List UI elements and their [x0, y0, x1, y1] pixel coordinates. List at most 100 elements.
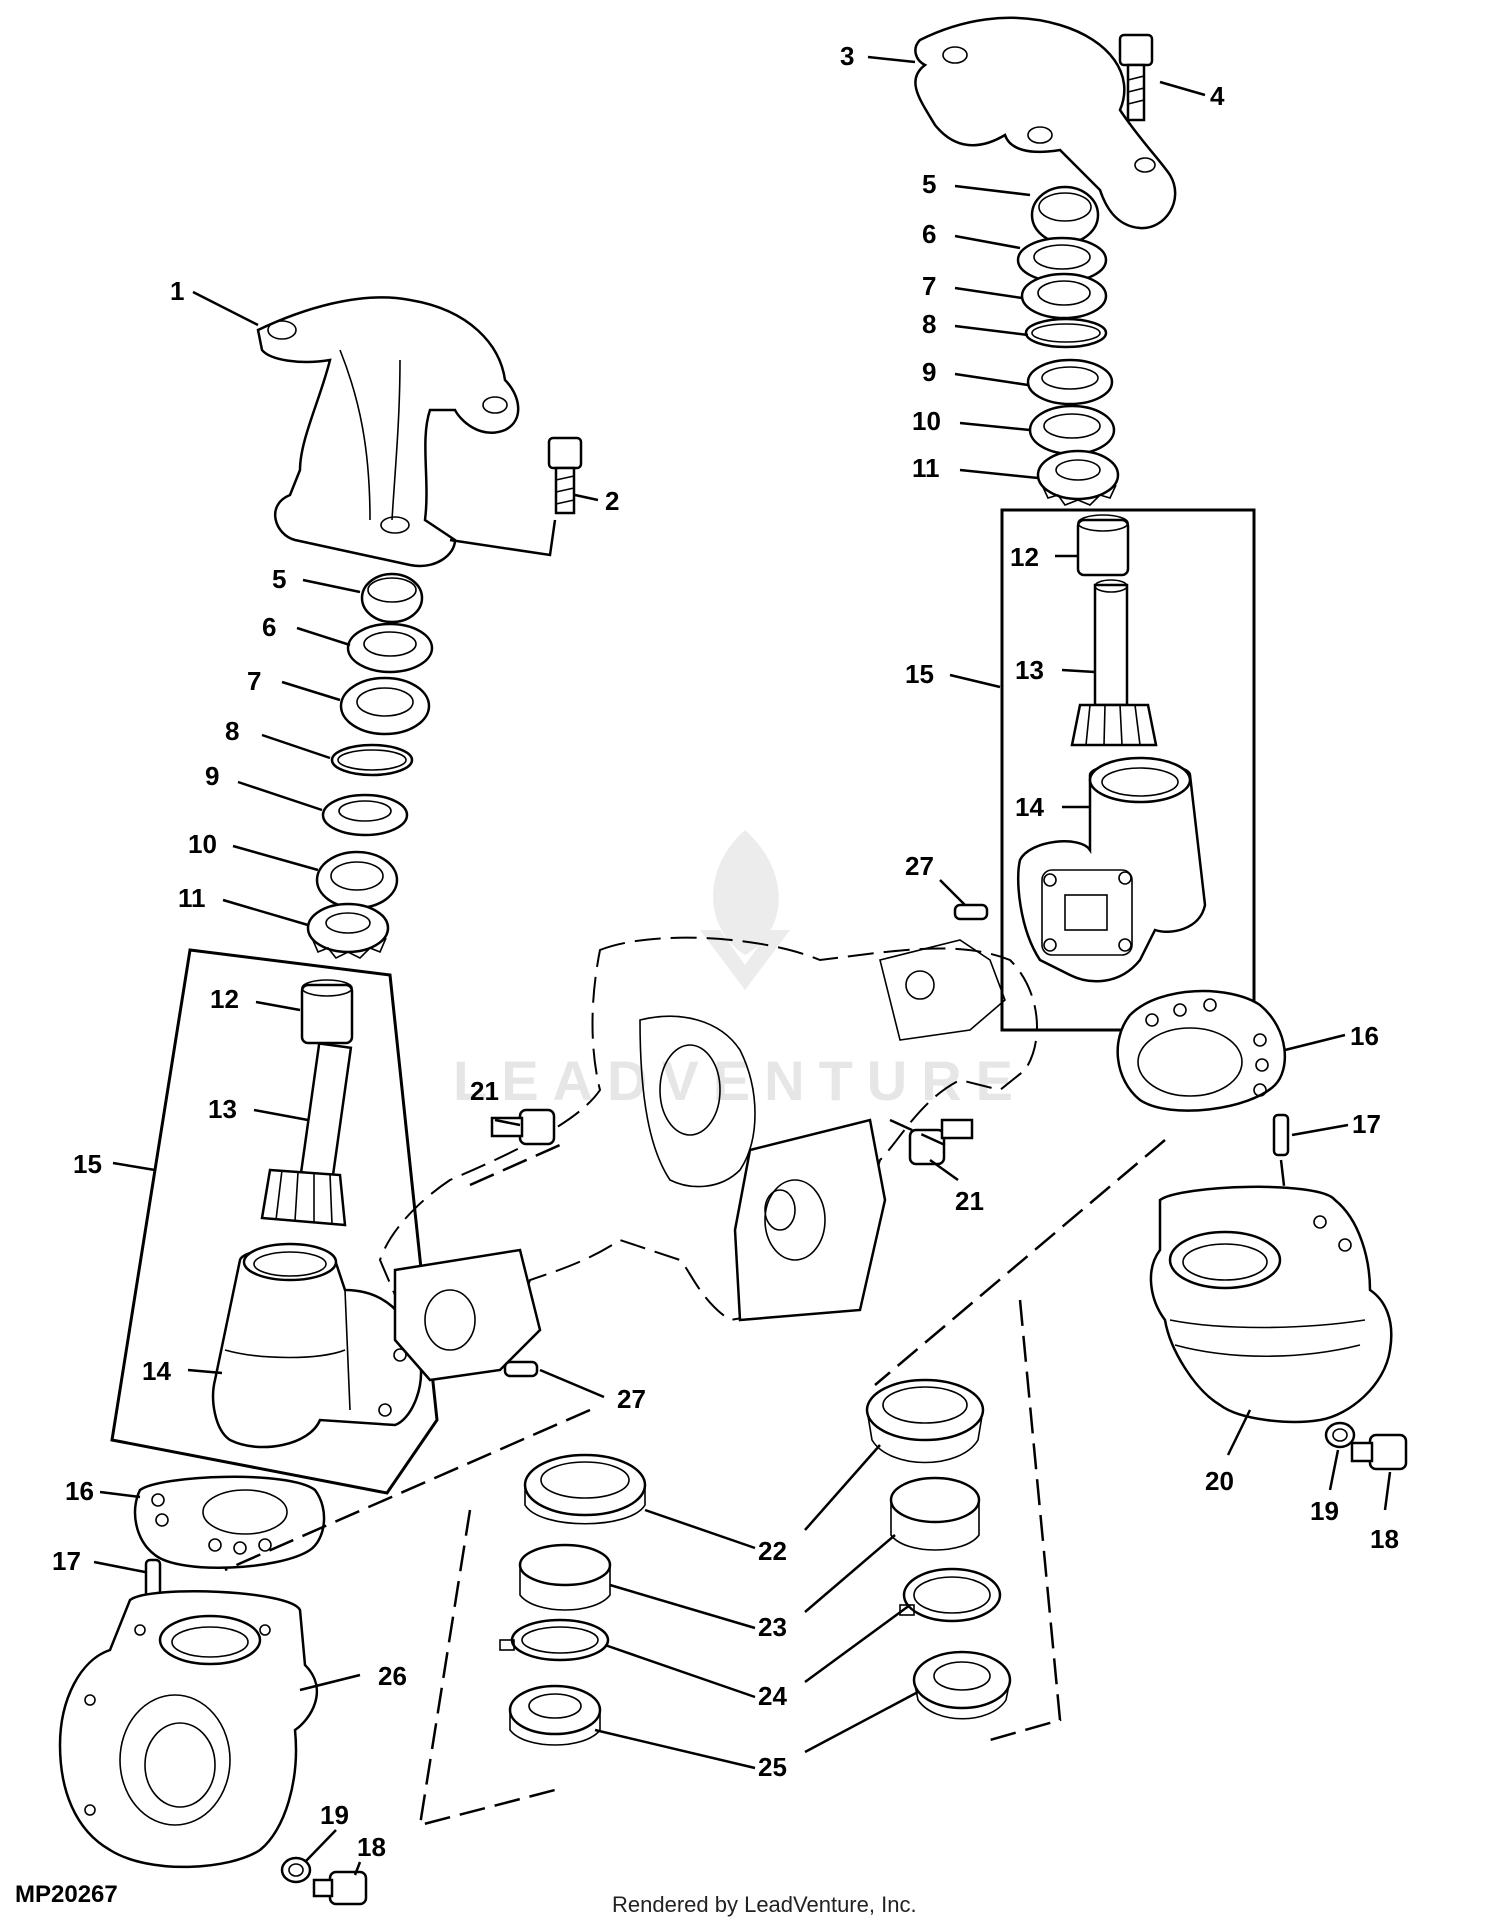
callout-9-left: 9: [205, 761, 219, 791]
part-2-bolt: [547, 436, 583, 515]
right-bearing-stack: [1016, 185, 1120, 506]
svg-text:LEADVENTURE: LEADVENTURE: [453, 1049, 1027, 1112]
part-6-bearing-left: [346, 622, 434, 674]
part-10-bearing-left: [315, 850, 399, 910]
callout-23: 23: [758, 1612, 787, 1642]
callout-19-right: 19: [1310, 1496, 1339, 1526]
part-23-sleeve-right: [889, 1476, 981, 1551]
callout-9: 9: [922, 357, 936, 387]
callout-17-left: 17: [52, 1546, 81, 1576]
part-25-bearing-left: [508, 1684, 602, 1746]
assembly-dash-lines: [224, 1118, 1166, 1827]
center-left-stack: [499, 1453, 647, 1746]
part-11-bevel-gear-left: [306, 902, 390, 960]
callout-20: 20: [1205, 1466, 1234, 1496]
part-3-steering-arm: [914, 16, 1177, 230]
part-9-seal-left: [321, 793, 409, 837]
part-20-axle-housing-right: [1149, 1185, 1393, 1424]
part-21-bolt-right: [908, 1118, 974, 1166]
center-axle-housing: [378, 936, 1038, 1382]
callout-19-left: 19: [320, 1800, 349, 1830]
part-10-bearing-right: [1028, 404, 1116, 456]
callout-3: 3: [840, 41, 854, 71]
callout-24: 24: [758, 1681, 787, 1711]
callout-17-right: 17: [1352, 1109, 1381, 1139]
callout-7: 7: [922, 271, 936, 301]
callout-12-left: 12: [210, 984, 239, 1014]
leadventure-watermark: LEADVENTURE: [453, 830, 1027, 1112]
part-9-seal-right: [1026, 358, 1114, 406]
callout-27-left: 27: [617, 1384, 646, 1414]
group-15-box-left: [110, 948, 439, 1495]
figure-id: MP20267: [15, 1881, 118, 1908]
part-13-pinion-shaft-right: [1070, 579, 1158, 747]
callout-21-right: 21: [955, 1186, 984, 1216]
part-25-bearing-right: [912, 1650, 1012, 1720]
callout-27-right: 27: [905, 851, 934, 881]
center-right-stack: [865, 1378, 1012, 1720]
left-bearing-stack: [306, 572, 434, 960]
part-22-seal-left: [523, 1453, 647, 1525]
part-12-bushing-right: [1076, 514, 1130, 577]
part-12-bushing-left: [300, 979, 354, 1045]
callout-18-left: 18: [357, 1832, 386, 1862]
callout-14-left: 14: [142, 1356, 171, 1386]
callout-16-right: 16: [1350, 1021, 1379, 1051]
part-18-drain-plug-right: [1350, 1433, 1408, 1471]
callout-5-left: 5: [272, 564, 286, 594]
callout-10: 10: [912, 406, 941, 436]
callout-18-right: 18: [1370, 1524, 1399, 1554]
part-4-bolt: [1118, 33, 1154, 122]
callout-6: 6: [922, 219, 936, 249]
callout-15-right: 15: [905, 659, 934, 689]
part-11-bevel-gear-right: [1036, 449, 1120, 506]
callout-26: 26: [378, 1661, 407, 1691]
callout-22: 22: [758, 1536, 787, 1566]
part-5-sleeve-right: [1030, 185, 1100, 245]
part-16-gasket-left: [133, 1475, 326, 1569]
callout-8: 8: [922, 309, 936, 339]
callout-12: 12: [1010, 542, 1039, 572]
callout-11-left: 11: [178, 883, 206, 913]
part-8-snap-ring-right: [1024, 317, 1108, 349]
callout-6-left: 6: [262, 612, 276, 642]
callout-8-left: 8: [225, 716, 239, 746]
callout-11: 11: [912, 453, 940, 483]
part-18-drain-plug-left: [312, 1870, 368, 1906]
part-7-bearing-right: [1020, 272, 1108, 320]
callout-25: 25: [758, 1752, 787, 1782]
part-1-steering-arm: [256, 296, 520, 568]
part-24-lock-ring-right: [899, 1567, 1002, 1623]
part-17-pin-right: [1272, 1113, 1290, 1157]
callout-7-left: 7: [247, 666, 261, 696]
callout-15-left: 15: [73, 1149, 102, 1179]
part-21-bolt-left: [490, 1108, 556, 1146]
callout-14-right: 14: [1015, 792, 1044, 822]
part-19-washer-left: [280, 1856, 312, 1884]
part-14-housing-right: [1016, 756, 1207, 983]
callout-2: 2: [605, 486, 619, 516]
part-19-washer-right: [1324, 1421, 1356, 1449]
part-7-bearing-left: [339, 676, 431, 736]
part-8-snap-ring-left: [330, 743, 414, 777]
callout-13-left: 13: [208, 1094, 237, 1124]
callout-1: 1: [170, 276, 184, 306]
part-14-housing-left: [211, 1242, 423, 1449]
part-22-seal-right: [865, 1378, 985, 1464]
callout-4: 4: [1210, 81, 1225, 111]
callout-10-left: 10: [188, 829, 217, 859]
part-5-sleeve-left: [360, 572, 424, 624]
callout-5: 5: [922, 169, 936, 199]
part-24-lock-ring-left: [499, 1618, 610, 1662]
part-16-gasket-right: [1116, 989, 1286, 1112]
callout-21-left: 21: [470, 1076, 499, 1106]
part-23-sleeve-left: [518, 1543, 612, 1611]
callouts: 3 4 5 6 7 8 9 10 11 12 13 15 14 27 16 17…: [52, 41, 1399, 1876]
part-27-pin-left: [503, 1360, 539, 1378]
callout-16-left: 16: [65, 1476, 94, 1506]
part-13-pinion-shaft-left: [260, 1041, 353, 1227]
footer-credit: Rendered by LeadVenture, Inc.: [612, 1892, 917, 1917]
part-26-axle-housing-left: [58, 1590, 318, 1869]
callout-13: 13: [1015, 655, 1044, 685]
